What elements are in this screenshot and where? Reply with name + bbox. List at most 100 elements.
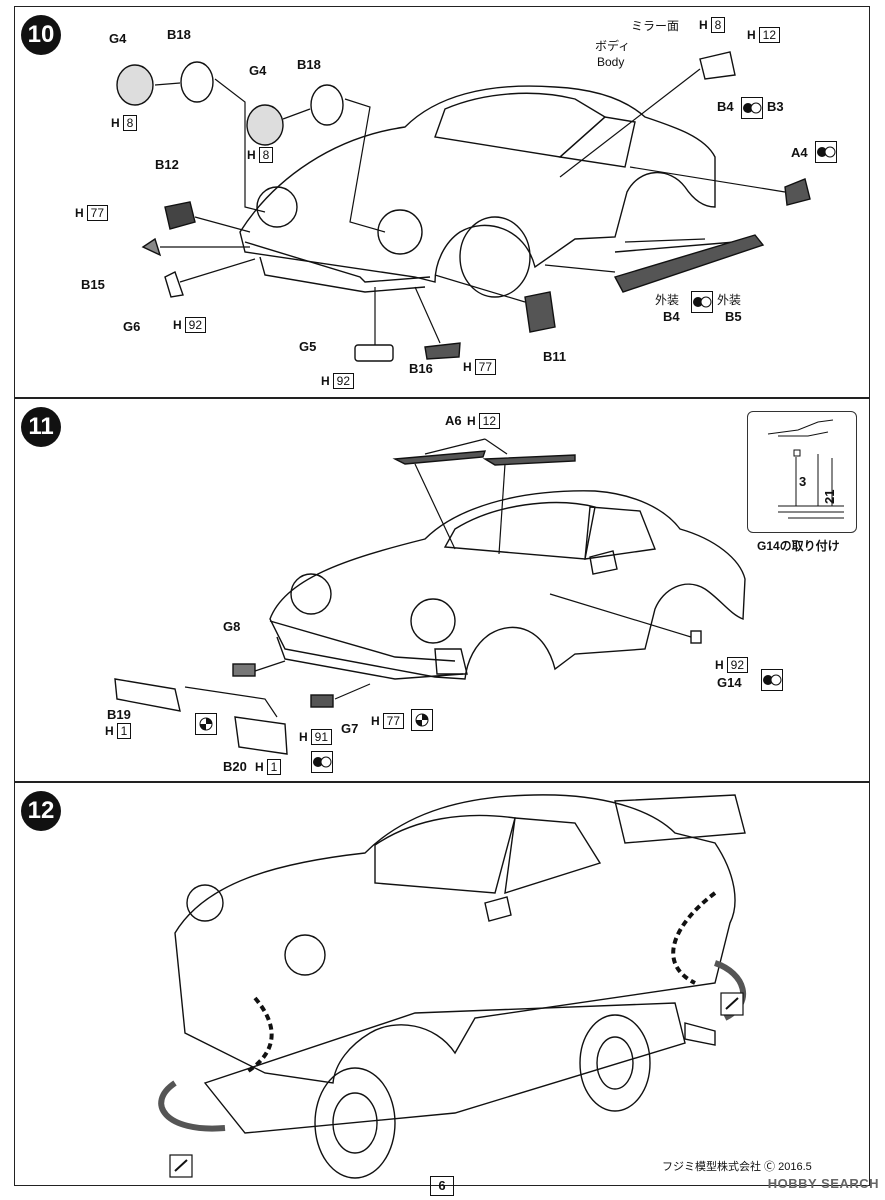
g8-part: [232, 663, 256, 677]
rear-wheel-hub: [596, 1036, 634, 1090]
label-b3: B3: [767, 99, 784, 114]
label-a4: A4: [791, 145, 808, 160]
wiper-b: [482, 454, 576, 466]
paint-icon: [815, 141, 837, 163]
label-mirror-face: ミラー面: [631, 19, 680, 33]
step-number: 12: [21, 791, 61, 831]
label-g5: G5: [299, 339, 317, 354]
label-b18-a: B18: [167, 27, 191, 42]
step-10-panel: 10: [14, 6, 870, 398]
paint-icon: [691, 291, 713, 313]
label-b16: B16: [409, 361, 433, 376]
front-bumper-bottom: [259, 256, 426, 293]
dim-3-label: 3: [799, 474, 807, 489]
mirror: [589, 550, 618, 575]
b19-part: [114, 678, 181, 712]
step-11-drawing: [114, 438, 746, 755]
label-g14: G14: [717, 675, 742, 690]
dim-21-label: 21: [822, 489, 837, 504]
label-b5: B5: [725, 309, 742, 324]
turn-signal: [434, 648, 468, 675]
label-b4: B4: [717, 99, 734, 114]
front-bumper-top: [244, 241, 431, 283]
headlight-left: [256, 186, 298, 228]
label-b4-bottom: B4: [663, 309, 680, 324]
side-window: [584, 506, 656, 560]
g6-part: [164, 271, 184, 298]
side-skirt-part: [613, 234, 765, 293]
label-g7: G7: [341, 721, 359, 736]
b16-part: [424, 342, 461, 360]
label-g8: G8: [223, 619, 241, 634]
step-number: 10: [21, 15, 61, 55]
front-wheel: [314, 1067, 396, 1179]
page-number: 6: [430, 1176, 454, 1196]
exhaust: [684, 1022, 716, 1046]
b18-ring-a: [180, 61, 214, 103]
g14-inset: 3 21: [747, 411, 857, 533]
paint-icon: [761, 669, 783, 691]
front-bumper-top: [269, 620, 456, 662]
b11-part: [524, 291, 556, 333]
copyright: フジミ模型株式会社 Ⓒ 2016.5: [662, 1161, 812, 1173]
g4-lens-a: [116, 64, 154, 106]
chassis: [203, 1002, 686, 1134]
checker-paint-icon: [411, 709, 433, 731]
mirror: [484, 896, 512, 922]
label-g6: G6: [123, 319, 141, 334]
watermark: HOBBY SEARCH: [767, 1176, 879, 1191]
step-12-drawing: [158, 794, 747, 1179]
rear-dash-arrow: [671, 891, 717, 985]
step-12-panel: 12: [14, 782, 870, 1186]
label-b18-b: B18: [297, 57, 321, 72]
step-10-drawing: [116, 51, 811, 362]
car-body-outline: [239, 85, 716, 283]
windshield: [434, 92, 607, 158]
headlight-left: [290, 573, 332, 615]
g14-inset-drawing: [767, 419, 844, 519]
step-11-panel: 11: [14, 398, 870, 782]
car-body-outline: [269, 490, 746, 680]
front-tab-arrow: [158, 1080, 226, 1132]
g5-part: [354, 344, 394, 362]
g4-lens-b: [246, 104, 284, 146]
b12-part: [164, 201, 196, 230]
label-g4-a: G4: [109, 31, 127, 46]
label-b20: B20: [223, 759, 247, 774]
headlight-left: [186, 884, 224, 922]
b18-ring-b: [310, 84, 344, 126]
a4-part: [784, 178, 811, 206]
label-b11: B11: [543, 349, 567, 364]
front-wheel-hub: [332, 1092, 378, 1154]
label-g4-b: G4: [249, 63, 267, 78]
checker-paint-icon: [195, 713, 217, 735]
label-gaiso-b: 外装: [717, 293, 742, 307]
front-wheel-arch: [459, 216, 531, 298]
label-body-jp: ボディ: [595, 39, 631, 53]
headlight-right: [284, 934, 326, 976]
headlight-right: [377, 209, 423, 255]
label-b19: B19: [107, 707, 131, 722]
side-window: [558, 116, 636, 168]
paint-icon: [741, 97, 763, 119]
wiper-a: [392, 450, 487, 465]
label-gaiso-a: 外装: [655, 293, 680, 307]
rear-wheel: [579, 1014, 651, 1112]
label-inset-caption: G14の取り付け: [757, 539, 840, 553]
b20-part: [234, 716, 288, 755]
headlight-right: [410, 598, 456, 644]
label-b12: B12: [155, 157, 179, 172]
rear-spoiler: [614, 794, 746, 844]
